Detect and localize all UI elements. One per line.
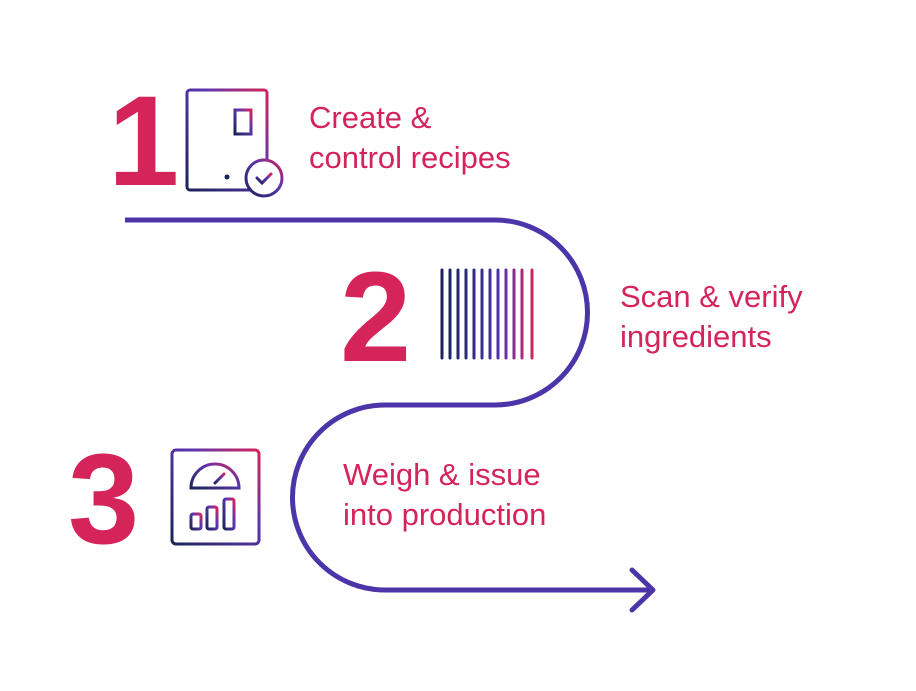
step-1-label: Create & control recipes	[309, 98, 511, 178]
step-2-label: Scan & verify ingredients	[620, 277, 803, 357]
recipe-document-check-icon	[185, 88, 284, 198]
step-2-line2: ingredients	[620, 319, 772, 354]
step-1-line2: control recipes	[309, 140, 511, 175]
step-1-number: 1	[108, 70, 180, 213]
step-2-line1: Scan & verify	[620, 279, 803, 314]
scale-gauge-icon	[170, 448, 261, 546]
arrowhead-icon	[629, 567, 656, 613]
step-2-number: 2	[340, 246, 412, 389]
step-3-line2: into production	[343, 497, 547, 532]
step-3-number: 3	[68, 428, 140, 571]
step-1-line1: Create &	[309, 100, 432, 135]
step-3-label: Weigh & issue into production	[343, 455, 546, 535]
step-3-line1: Weigh & issue	[343, 457, 541, 492]
winding-arrow-path	[125, 217, 652, 593]
barcode-icon	[440, 268, 534, 360]
